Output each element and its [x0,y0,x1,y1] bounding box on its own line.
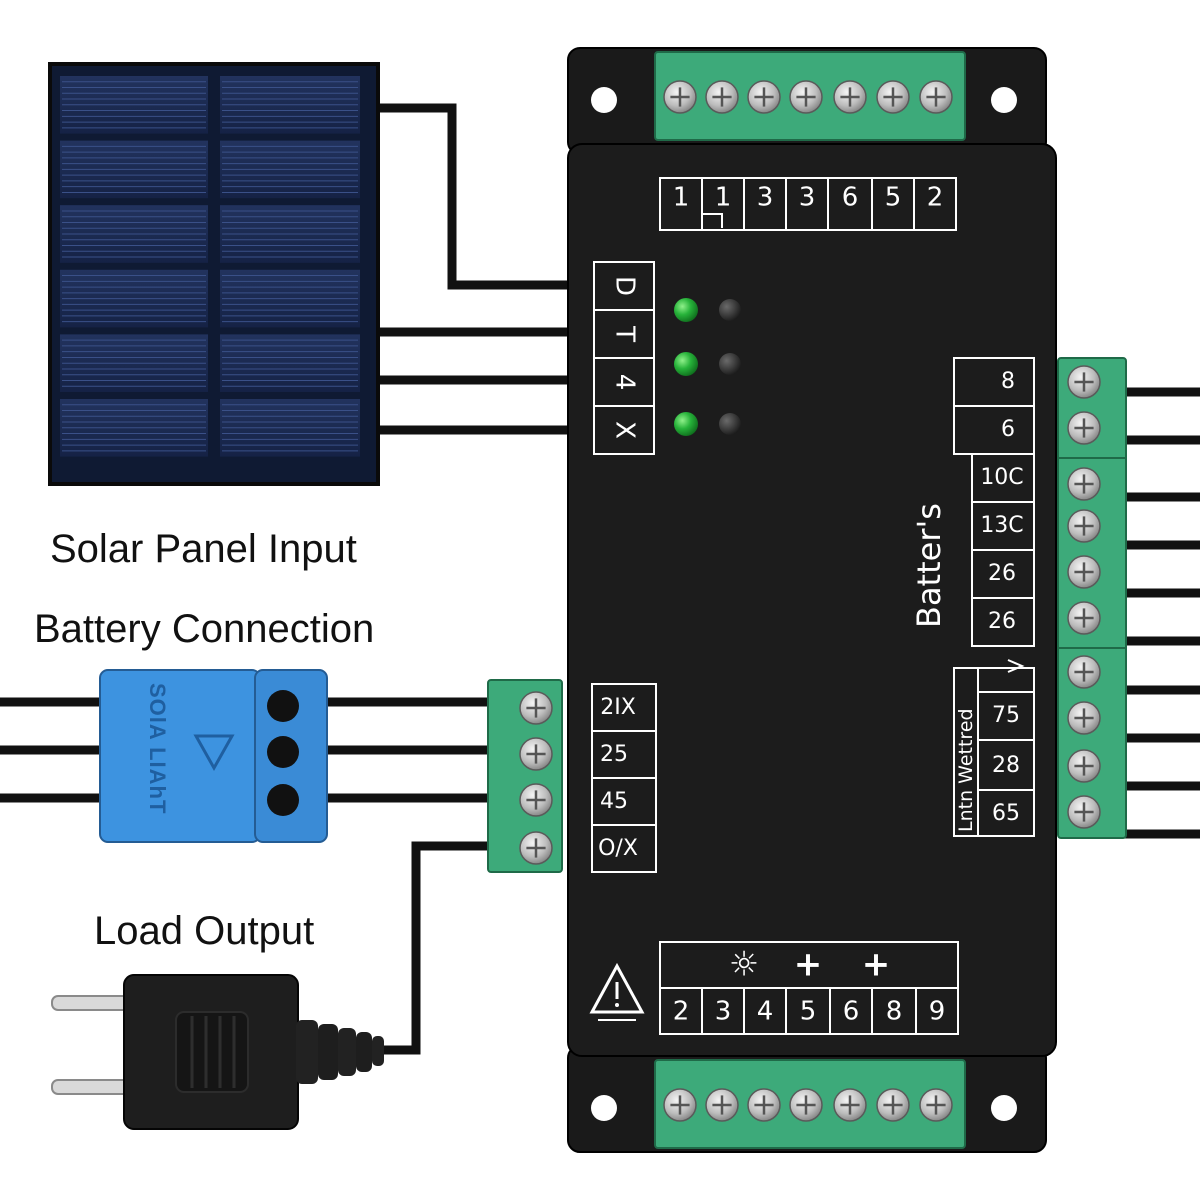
bottom-numbers-item: 3 [715,997,732,1027]
mount-hole-top-left [591,87,617,113]
module-body [567,143,1057,1057]
bottom-numbers-item: 2 [673,997,690,1027]
connector-triangle-icon [193,734,235,772]
top-terminal-label-strip [659,177,957,231]
solar-panel-input-label: Solar Panel Input [50,527,357,571]
top-numbers-item: 5 [885,183,902,213]
left-lower-labels-item: O/X [598,836,638,861]
solar-wire-1 [373,103,573,290]
bottom-terminal-label-table [659,941,959,1035]
status-leds [674,298,741,436]
right-terminal-label-table [953,357,1035,837]
right-labels-item: 13C [980,513,1023,538]
right-labels-item: 28 [992,753,1020,778]
battery-connector: SOlA LIAhT [99,669,328,843]
solar-panel [48,62,380,486]
right-labels-item: 6 [1001,417,1015,442]
right-lower-vertical-label: Lntn Wettred [955,708,977,832]
left-lower-label-table [591,683,657,873]
load-plug [51,974,384,1130]
status-labels: D T 4X [610,276,640,439]
status-led [719,353,741,375]
right-labels-item: 8 [1001,369,1015,394]
bottom-numbers-item: 6 [843,997,860,1027]
bottom-numbers-item: 9 [929,997,946,1027]
terminal-blocks [487,51,1127,1149]
status-led [719,413,741,435]
mount-hole-bottom-right [991,1095,1017,1121]
top-numbers-item: 2 [927,183,944,213]
warning-icon [589,962,645,1021]
bottom-symbols-item: + [794,945,823,985]
status-led [674,298,698,322]
status-labels-item: T [610,325,640,342]
left-lower-labels-item: 25 [600,742,628,767]
bottom-numbers-item: 4 [757,997,774,1027]
status-led [674,412,698,436]
status-led [719,299,741,321]
right-labels-item: 26 [988,609,1016,634]
plug-prong-top [51,995,131,1011]
top-numbers-item: 3 [757,183,774,213]
status-label-table [593,261,655,455]
mount-hole-top-right [991,87,1017,113]
connector-hole-3 [267,784,299,816]
right-labels-item: 65 [992,801,1020,826]
connector-hole-2 [267,736,299,768]
left-lower-labels: 2IX 25 45O/X [598,695,638,861]
load-wire [375,841,497,1055]
top-numbers-item: 1 [715,183,732,213]
batteries-vertical-label: Batter's [910,503,948,628]
status-led [674,352,698,376]
bottom-numbers-item: 8 [886,997,903,1027]
left-terminal-block [487,679,563,873]
wires [0,103,1200,1055]
connector-hole-1 [267,690,299,722]
status-labels-item: X [610,421,640,439]
status-labels-item: D [610,276,640,296]
right-labels-item: 75 [992,703,1020,728]
mount-hole-bottom-left [591,1095,617,1121]
connector-brand-text: SOlA LIAhT [145,683,170,814]
bottom-numbers-item: 5 [800,997,817,1027]
left-lower-labels-item: 2IX [600,695,636,720]
top-numbers-item: 6 [842,183,859,213]
plug-prong-bottom [51,1079,131,1095]
bottom-symbols-item: + [862,945,891,985]
top-numbers-item: 3 [799,183,816,213]
battery-connection-label: Battery Connection [34,607,374,651]
right-labels-item: 10C [980,465,1023,490]
right-terminal-labels: 8 6 10C 13C 26 26 75 28 65 [980,369,1023,826]
solar-cells [60,76,360,457]
status-labels-item: 4 [610,374,640,391]
left-lower-labels-item: 45 [600,789,628,814]
bottom-symbols: ☼ + + [729,945,890,985]
top-numbers-item: 1 [673,183,690,213]
load-output-label: Load Output [94,909,314,953]
bottom-symbols-item: ☼ [729,945,759,985]
right-labels-item: 26 [988,561,1016,586]
